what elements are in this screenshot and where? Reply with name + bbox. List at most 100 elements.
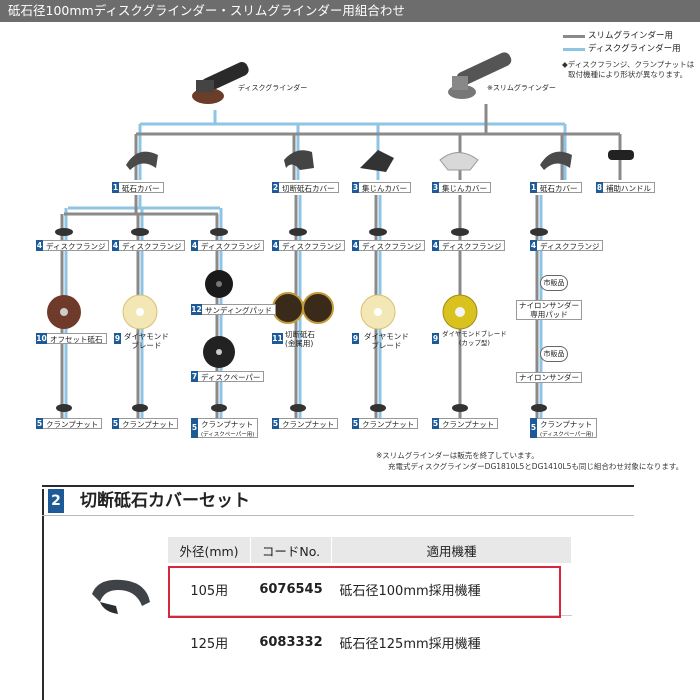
disc-grinder-image — [192, 62, 249, 104]
accessory-images — [47, 270, 478, 368]
part-number: 5 — [432, 418, 439, 429]
accessory-label-diamond-cup: 9 — [432, 333, 439, 344]
footnote-2: 充電式ディスクグラインダーDG1810L5とDG1410L5も同じ組合わせ対象に… — [388, 462, 684, 471]
part-number: 2 — [272, 182, 279, 193]
part-name: 砥石カバー — [537, 182, 582, 193]
table-row: 105用 6076545 砥石径100mm採用機種 — [168, 563, 572, 616]
column-header-model: 適用機種 — [331, 537, 572, 563]
market-badge-1: 市販品 — [540, 275, 568, 291]
part-number: 5 — [112, 418, 119, 429]
part-name: 集じんカバー — [359, 182, 411, 193]
part-number: 4 — [352, 240, 359, 251]
table-row: 125用 6083332 砥石径125mm採用機種 — [168, 616, 572, 669]
header-title: 砥石径100mmディスクグラインダー・スリムグラインダー用組合わせ — [8, 3, 405, 18]
part-name: ディスクペーパー — [198, 371, 265, 382]
part-number: 9 — [352, 333, 359, 344]
part-number: 5 — [530, 418, 537, 438]
cell-model: 砥石径100mm採用機種 — [331, 563, 572, 616]
section-title: 切断砥石カバーセット — [80, 491, 250, 511]
clamp-paper-text: クランプナット — [540, 420, 593, 429]
part-name: クランプナット — [119, 418, 179, 429]
accessory-caption-diamond-cup: ダイヤモンドブレード(カップ型) — [442, 330, 507, 348]
tool-label-slim: ※スリムグラインダー — [487, 84, 556, 92]
nylon-pad-label: ナイロンサンダー専用パッド — [516, 300, 582, 320]
part-number: 12 — [191, 304, 202, 315]
part-number: 9 — [114, 333, 121, 344]
part-name: ディスクフランジ — [119, 240, 186, 251]
part-number: 3 — [352, 182, 359, 193]
part-number: 10 — [36, 333, 47, 344]
part-name: ディスクフランジ — [279, 240, 346, 251]
cut-text-2: (金属用) — [285, 339, 314, 348]
part-name: 切断砥石カバー — [279, 182, 339, 193]
accessory-caption-diamond-2: ダイヤモンドブレード — [364, 332, 409, 350]
clamp-nut-images — [56, 404, 547, 412]
part-name: クランプナット(ディスクペーパー用) — [537, 418, 598, 438]
part-number: 1 — [112, 182, 119, 193]
accessory-caption-diamond: ダイヤモンドブレード — [124, 332, 169, 350]
cup-text-2: (カップ型) — [458, 339, 490, 347]
accessory-caption-cut: 切断砥石(金属用) — [285, 330, 315, 348]
highlight-box — [168, 566, 561, 618]
section-number: 2 — [48, 489, 64, 513]
diamond2-text-2: ブレード — [371, 341, 402, 350]
part-number: 5 — [36, 418, 43, 429]
diamond2-text-1: ダイヤモンド — [364, 332, 409, 341]
cutting-cover-image — [92, 579, 150, 614]
part-number: 4 — [272, 240, 279, 251]
page-header: 砥石径100mmディスクグラインダー・スリムグラインダー用組合わせ — [0, 0, 700, 22]
cover-images — [126, 150, 634, 172]
part-number: 4 — [112, 240, 119, 251]
section-left-border — [42, 489, 44, 700]
part-name: クランプナット — [43, 418, 103, 429]
part-number: 1 — [530, 182, 537, 193]
clamp-paper-text: クランプナット — [201, 420, 254, 429]
legend-note-2: 取付機種により形状が異なります。 — [568, 70, 688, 79]
tool-label-disc: ディスクグラインダー — [238, 84, 308, 92]
footnote-1: ※スリムグラインダーは販売を終了しています。 — [376, 451, 539, 460]
part-name: クランプナット — [439, 418, 499, 429]
diamond-text-2: ブレード — [131, 341, 162, 350]
part-name: ディスクフランジ — [537, 240, 604, 251]
part-name: オフセット砥石 — [47, 333, 107, 344]
part-number: 5 — [352, 418, 359, 429]
part-name: サンディングパッド — [202, 304, 276, 315]
column-header-diameter: 外径(mm) — [168, 537, 251, 563]
part-number: 4 — [36, 240, 43, 251]
legend-line-disc — [563, 48, 585, 51]
part-number: 3 — [432, 182, 439, 193]
cup-text-1: ダイヤモンドブレード — [442, 330, 507, 338]
part-number: 5 — [272, 418, 279, 429]
tree-diagram — [47, 52, 634, 425]
nylon-sander-label: ナイロンサンダー — [516, 372, 582, 383]
section-title-rule — [42, 515, 634, 516]
clamp-paper-sub: (ディスクペーパー用) — [201, 432, 255, 438]
part-name: クランプナット — [359, 418, 419, 429]
part-name: ディスクフランジ — [43, 240, 110, 251]
table-header-row: 外径(mm) コードNo. 適用機種 — [168, 537, 572, 563]
part-name: 砥石カバー — [119, 182, 164, 193]
part-name: 補助ハンドル — [603, 182, 655, 193]
cell-model: 砥石径125mm採用機種 — [339, 636, 481, 652]
spec-table: 外径(mm) コードNo. 適用機種 105用 6076545 砥石径100mm… — [168, 537, 572, 668]
